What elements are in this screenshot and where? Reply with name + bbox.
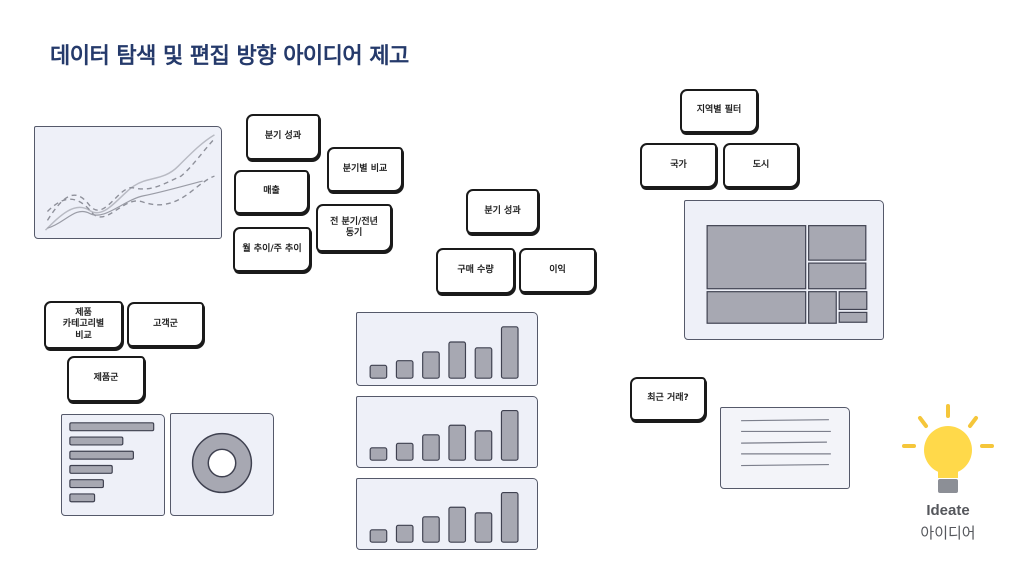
- sketch-bar: [422, 516, 440, 543]
- sketch-bar: [395, 524, 414, 543]
- sketch-bar: [500, 491, 519, 543]
- line-chart-sketch: [34, 126, 222, 239]
- card-customer-group: 고객군: [127, 302, 204, 347]
- card-month-week-trend: 월 추이/주 추이: [233, 227, 311, 272]
- sketch-hbar: [69, 450, 134, 460]
- sketch-bar: [422, 351, 440, 379]
- sketch-hbar: [69, 464, 113, 474]
- card-recent-deals: 최근 거래?: [630, 377, 706, 421]
- sketch-hbar: [69, 493, 96, 503]
- card-product-category-compare: 제품 카테고리별 비교: [44, 301, 123, 349]
- sketch-bar: [395, 442, 414, 461]
- bar-chart-sketch-1: [356, 312, 538, 386]
- sketch-hbar: [69, 422, 155, 432]
- card-sales: 매출: [234, 170, 309, 214]
- card-country: 국가: [640, 143, 717, 188]
- lightbulb-icon: [902, 404, 994, 493]
- sketch-bar: [448, 506, 467, 543]
- sketch-bar: [369, 529, 388, 543]
- sketch-bar: [500, 409, 519, 461]
- sketch-bar: [474, 347, 493, 379]
- donut-chart-sketch: [170, 413, 274, 516]
- page-title: 데이터 탐색 및 편집 방향 아이디어 제고: [50, 44, 409, 69]
- treemap-sketch: [684, 200, 884, 340]
- ideate-badge: Ideate 아이디어: [898, 402, 998, 552]
- sketch-bar: [422, 434, 440, 461]
- ideate-label-en: Ideate: [926, 502, 970, 519]
- sketch-bar: [448, 424, 467, 461]
- sketch-bar: [500, 326, 519, 379]
- card-region-filter: 지역별 필터: [680, 89, 758, 133]
- sketch-bar: [369, 364, 388, 379]
- sketch-bar: [369, 447, 388, 461]
- sketch-bar: [448, 341, 467, 379]
- ideate-label-ko: 아이디어: [920, 524, 976, 542]
- bar-chart-sketch-2: [356, 396, 538, 468]
- sketch-bar: [474, 512, 493, 543]
- card-product-group: 제품군: [67, 356, 145, 402]
- sketch-hbar: [69, 436, 124, 446]
- bar-chart-sketch-3: [356, 478, 538, 550]
- card-profit: 이익: [519, 248, 596, 293]
- card-quarter-compare: 분기별 비교: [327, 147, 403, 192]
- card-city: 도시: [723, 143, 799, 188]
- sketch-bar: [474, 430, 493, 461]
- hbar-chart-sketch: [61, 414, 165, 516]
- list-sketch: [720, 407, 850, 489]
- card-quarter-performance-2: 분기 성과: [466, 189, 539, 234]
- card-quarter-performance: 분기 성과: [246, 114, 320, 160]
- sketch-hbar: [69, 479, 104, 489]
- card-prev-quarter-yoy: 전 분기/전년 동기: [316, 204, 392, 252]
- card-purchase-qty: 구매 수량: [436, 248, 515, 294]
- sketch-bar: [395, 360, 414, 379]
